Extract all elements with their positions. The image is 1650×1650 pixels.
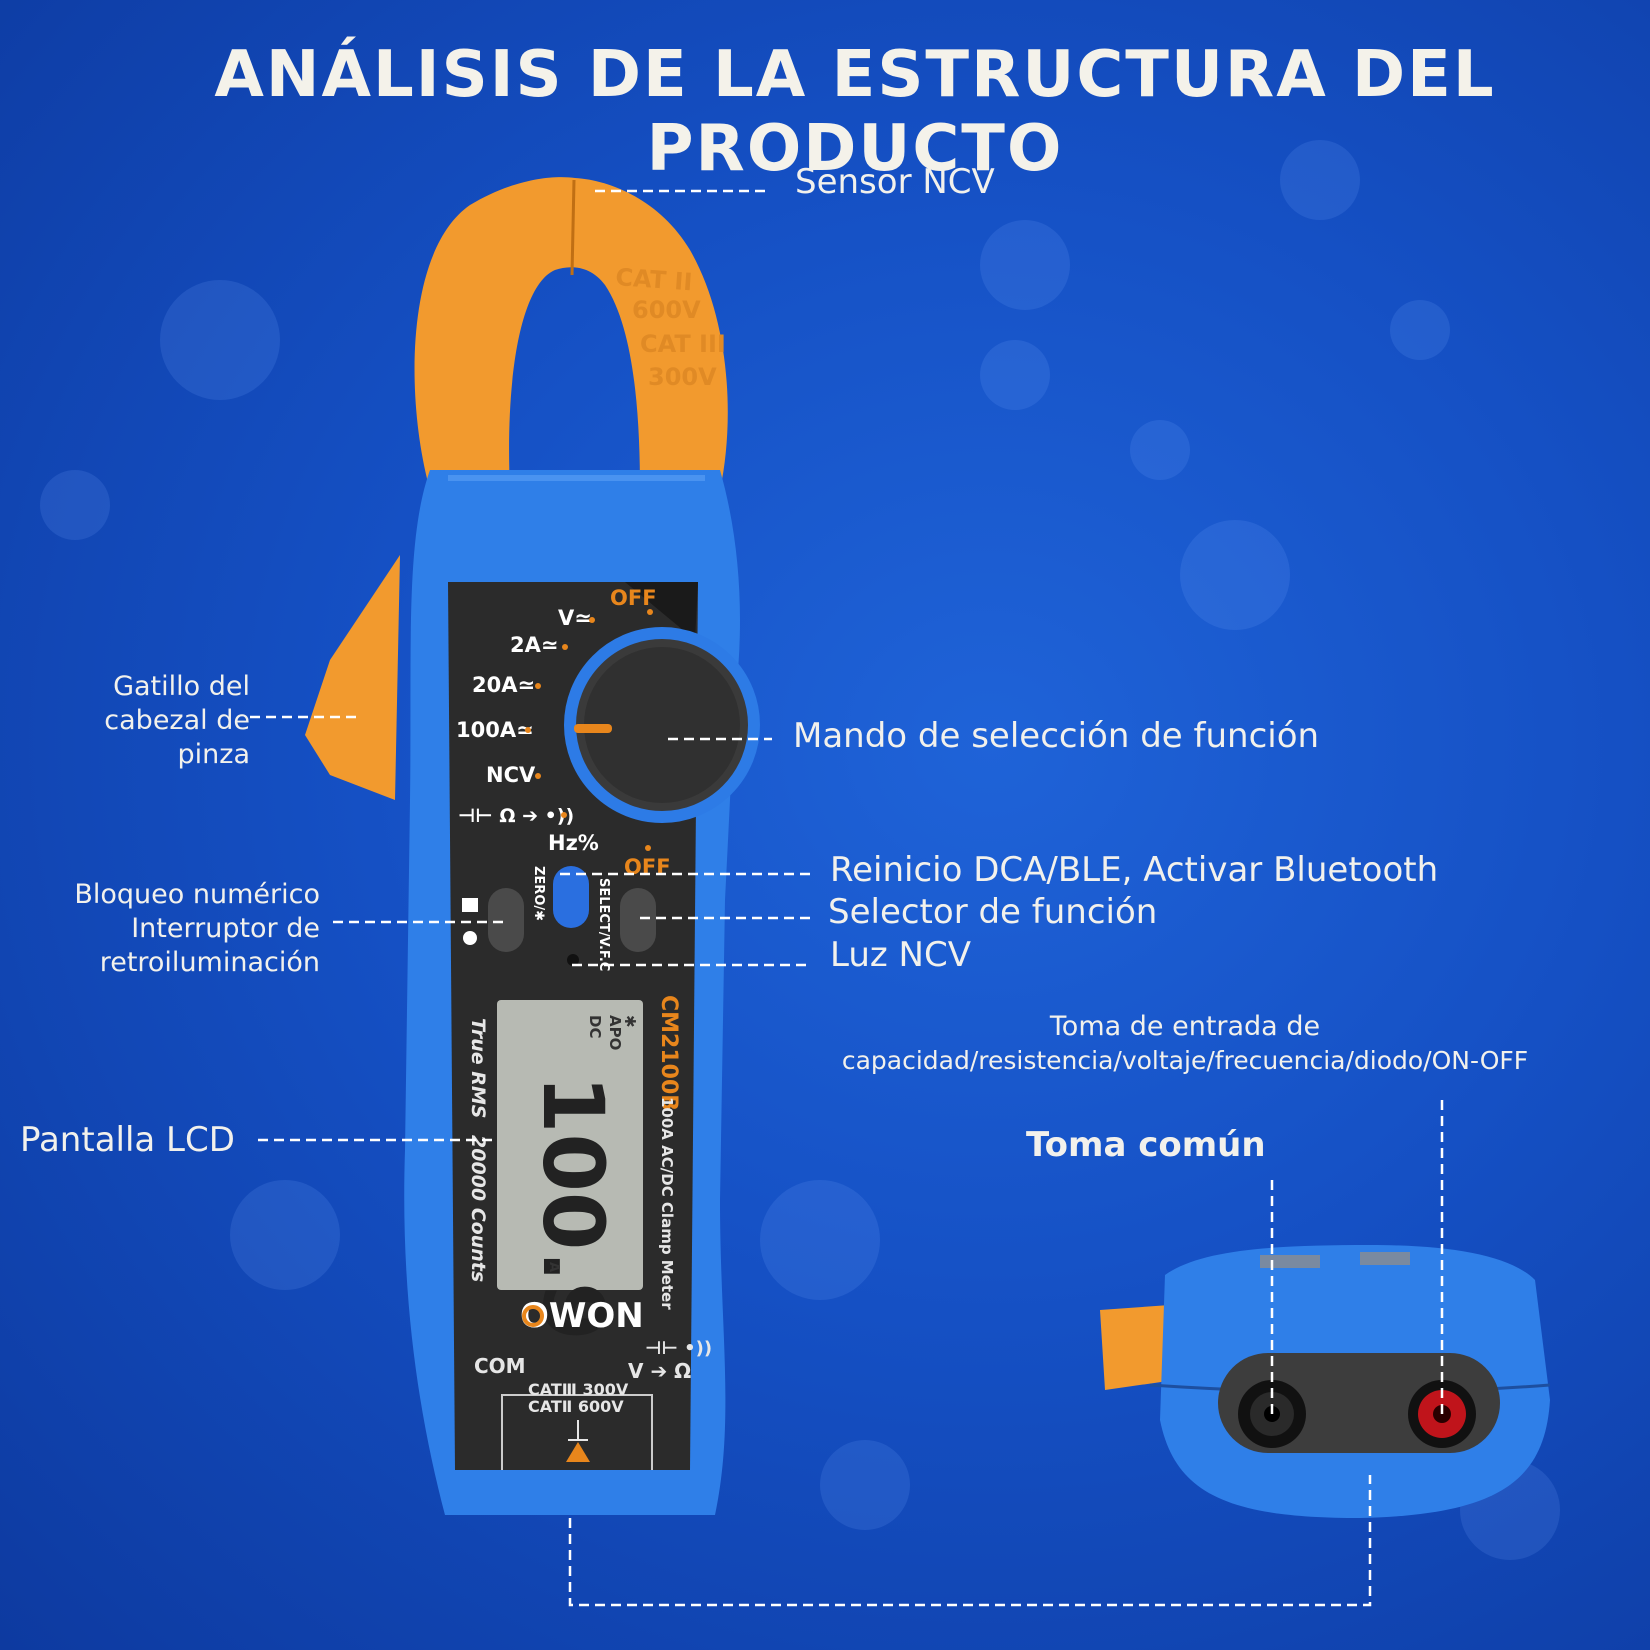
dial-label-off: OFF (610, 586, 657, 610)
lcd-screen (497, 1000, 643, 1290)
lcd-reading: 100.9 (524, 1075, 622, 1341)
ncv-led (567, 954, 579, 966)
backlight-icon (463, 931, 477, 945)
hold-backlight-button[interactable] (488, 888, 524, 952)
dial-pointer (574, 724, 612, 733)
select-button[interactable] (620, 888, 656, 952)
label-trigger-line: cabezal de (104, 705, 250, 736)
panel-shade (625, 582, 698, 640)
dial-dot (645, 845, 651, 851)
cat-rating-1: CATⅢ 300V (528, 1380, 629, 1399)
dial-knob[interactable] (584, 647, 740, 803)
cat-rating-2: CATⅡ 600V (528, 1397, 624, 1416)
lcd-indicator-bt: ✱ (621, 1015, 639, 1028)
jaw-marking: 300V (648, 363, 717, 391)
dial-dot (562, 644, 568, 650)
label-ncv-light: Luz NCV (830, 935, 971, 975)
page-title: ANÁLISIS DE LA ESTRUCTURA DEL PRODUCTO (214, 38, 1496, 186)
bokeh-dot (40, 470, 110, 540)
label-common-jack: Toma común (1026, 1125, 1266, 1165)
input-symbols-top: ⊣⊢ •)) (645, 1338, 712, 1359)
com-label: COM (474, 1354, 526, 1378)
label-hold-line: Interruptor de (131, 913, 320, 944)
warning-icon (566, 1442, 590, 1462)
lcd-indicator-dc: DC (586, 1015, 604, 1038)
label-hold-line: Bloqueo numérico (74, 879, 320, 910)
clamp-jaw (414, 177, 728, 490)
jaw-marking: CAT II (615, 263, 694, 296)
bokeh-dot (1180, 520, 1290, 630)
label-dca-ble: Reinicio DCA/BLE, Activar Bluetooth (830, 850, 1439, 890)
dial-label-20a: 20A≃ (472, 673, 535, 697)
lcd-indicator-apo: APO (606, 1015, 624, 1050)
dial-dot (525, 727, 531, 733)
label-trigger: Gatillo del cabezal de pinza (40, 670, 250, 772)
bokeh-dot (160, 280, 280, 400)
bokeh-dot (1390, 300, 1450, 360)
model-subtitle: 100A AC/DC Clamp Meter (658, 1097, 676, 1310)
jaw-marking: 600V (632, 296, 701, 324)
bokeh-dot (980, 220, 1070, 310)
jaw-marking: CAT III (640, 330, 726, 358)
zero-label: ZERO/✱ (531, 866, 546, 921)
bottom-view-tab (1260, 1255, 1320, 1268)
bottom-view-trigger (1100, 1305, 1175, 1390)
label-input-jack: Toma de entrada de capacidad/resistencia… (745, 1010, 1625, 1078)
bokeh-dot (1130, 420, 1190, 480)
bokeh-dot (980, 340, 1050, 410)
lcd-indicator-a: A (546, 1262, 561, 1272)
true-rms-label: True RMS (467, 1018, 489, 1119)
label-trigger-line: pinza (177, 739, 250, 770)
dial-dot (589, 617, 595, 623)
label-input-line: capacidad/resistencia/voltaje/frecuencia… (841, 1046, 1529, 1075)
bokeh-dot (230, 1180, 340, 1290)
leader-bottom-link (568, 1475, 1372, 1607)
label-hold-backlight: Bloqueo numérico Interruptor de retroilu… (20, 878, 320, 980)
dial-dot (535, 683, 541, 689)
bokeh-dot (820, 1440, 910, 1530)
zero-ble-button[interactable] (553, 866, 589, 928)
dial-label-ncv: NCV (486, 763, 536, 787)
dial-dot (561, 812, 567, 818)
jaw-seam (570, 179, 576, 276)
brand-logo: OWON (520, 1296, 644, 1336)
bokeh-dot (1280, 140, 1360, 220)
label-lcd: Pantalla LCD (20, 1120, 235, 1160)
clamp-trigger (305, 555, 400, 800)
dial-label-hz: Hz% (548, 831, 599, 855)
dial-label-2a: 2A≃ (510, 633, 558, 657)
label-ncv-sensor: Sensor NCV (795, 162, 995, 202)
bokeh-dot (760, 1180, 880, 1300)
counts-label: 20000 Counts (467, 1135, 489, 1282)
lcd-reading-group: 100.9 (524, 1075, 622, 1341)
label-function-selector: Selector de función (828, 892, 1158, 932)
label-trigger-line: Gatillo del (113, 671, 250, 702)
dial-label-v: V≃ (558, 606, 592, 630)
hold-icon (462, 898, 478, 912)
select-label: SELECT/V.F.C (596, 878, 611, 971)
input-symbols-bottom: V ➔ Ω (628, 1359, 691, 1383)
label-input-line: Toma de entrada de (1049, 1011, 1321, 1042)
dial-label-100a: 100A≃ (456, 718, 534, 742)
dial-label-off-2: OFF (624, 855, 671, 879)
bottom-view-tab (1360, 1252, 1410, 1265)
label-dial: Mando de selección de función (793, 716, 1320, 756)
dial-dot (647, 609, 653, 615)
model-label: CM2100B (656, 995, 681, 1111)
dial-dot (535, 773, 541, 779)
brand-logo-mark (522, 1305, 544, 1327)
cat-box (501, 1394, 653, 1470)
label-hold-line: retroiluminación (99, 947, 320, 978)
dial-label-ohm: ⊣⊢ Ω ➔ •)) (458, 805, 574, 827)
